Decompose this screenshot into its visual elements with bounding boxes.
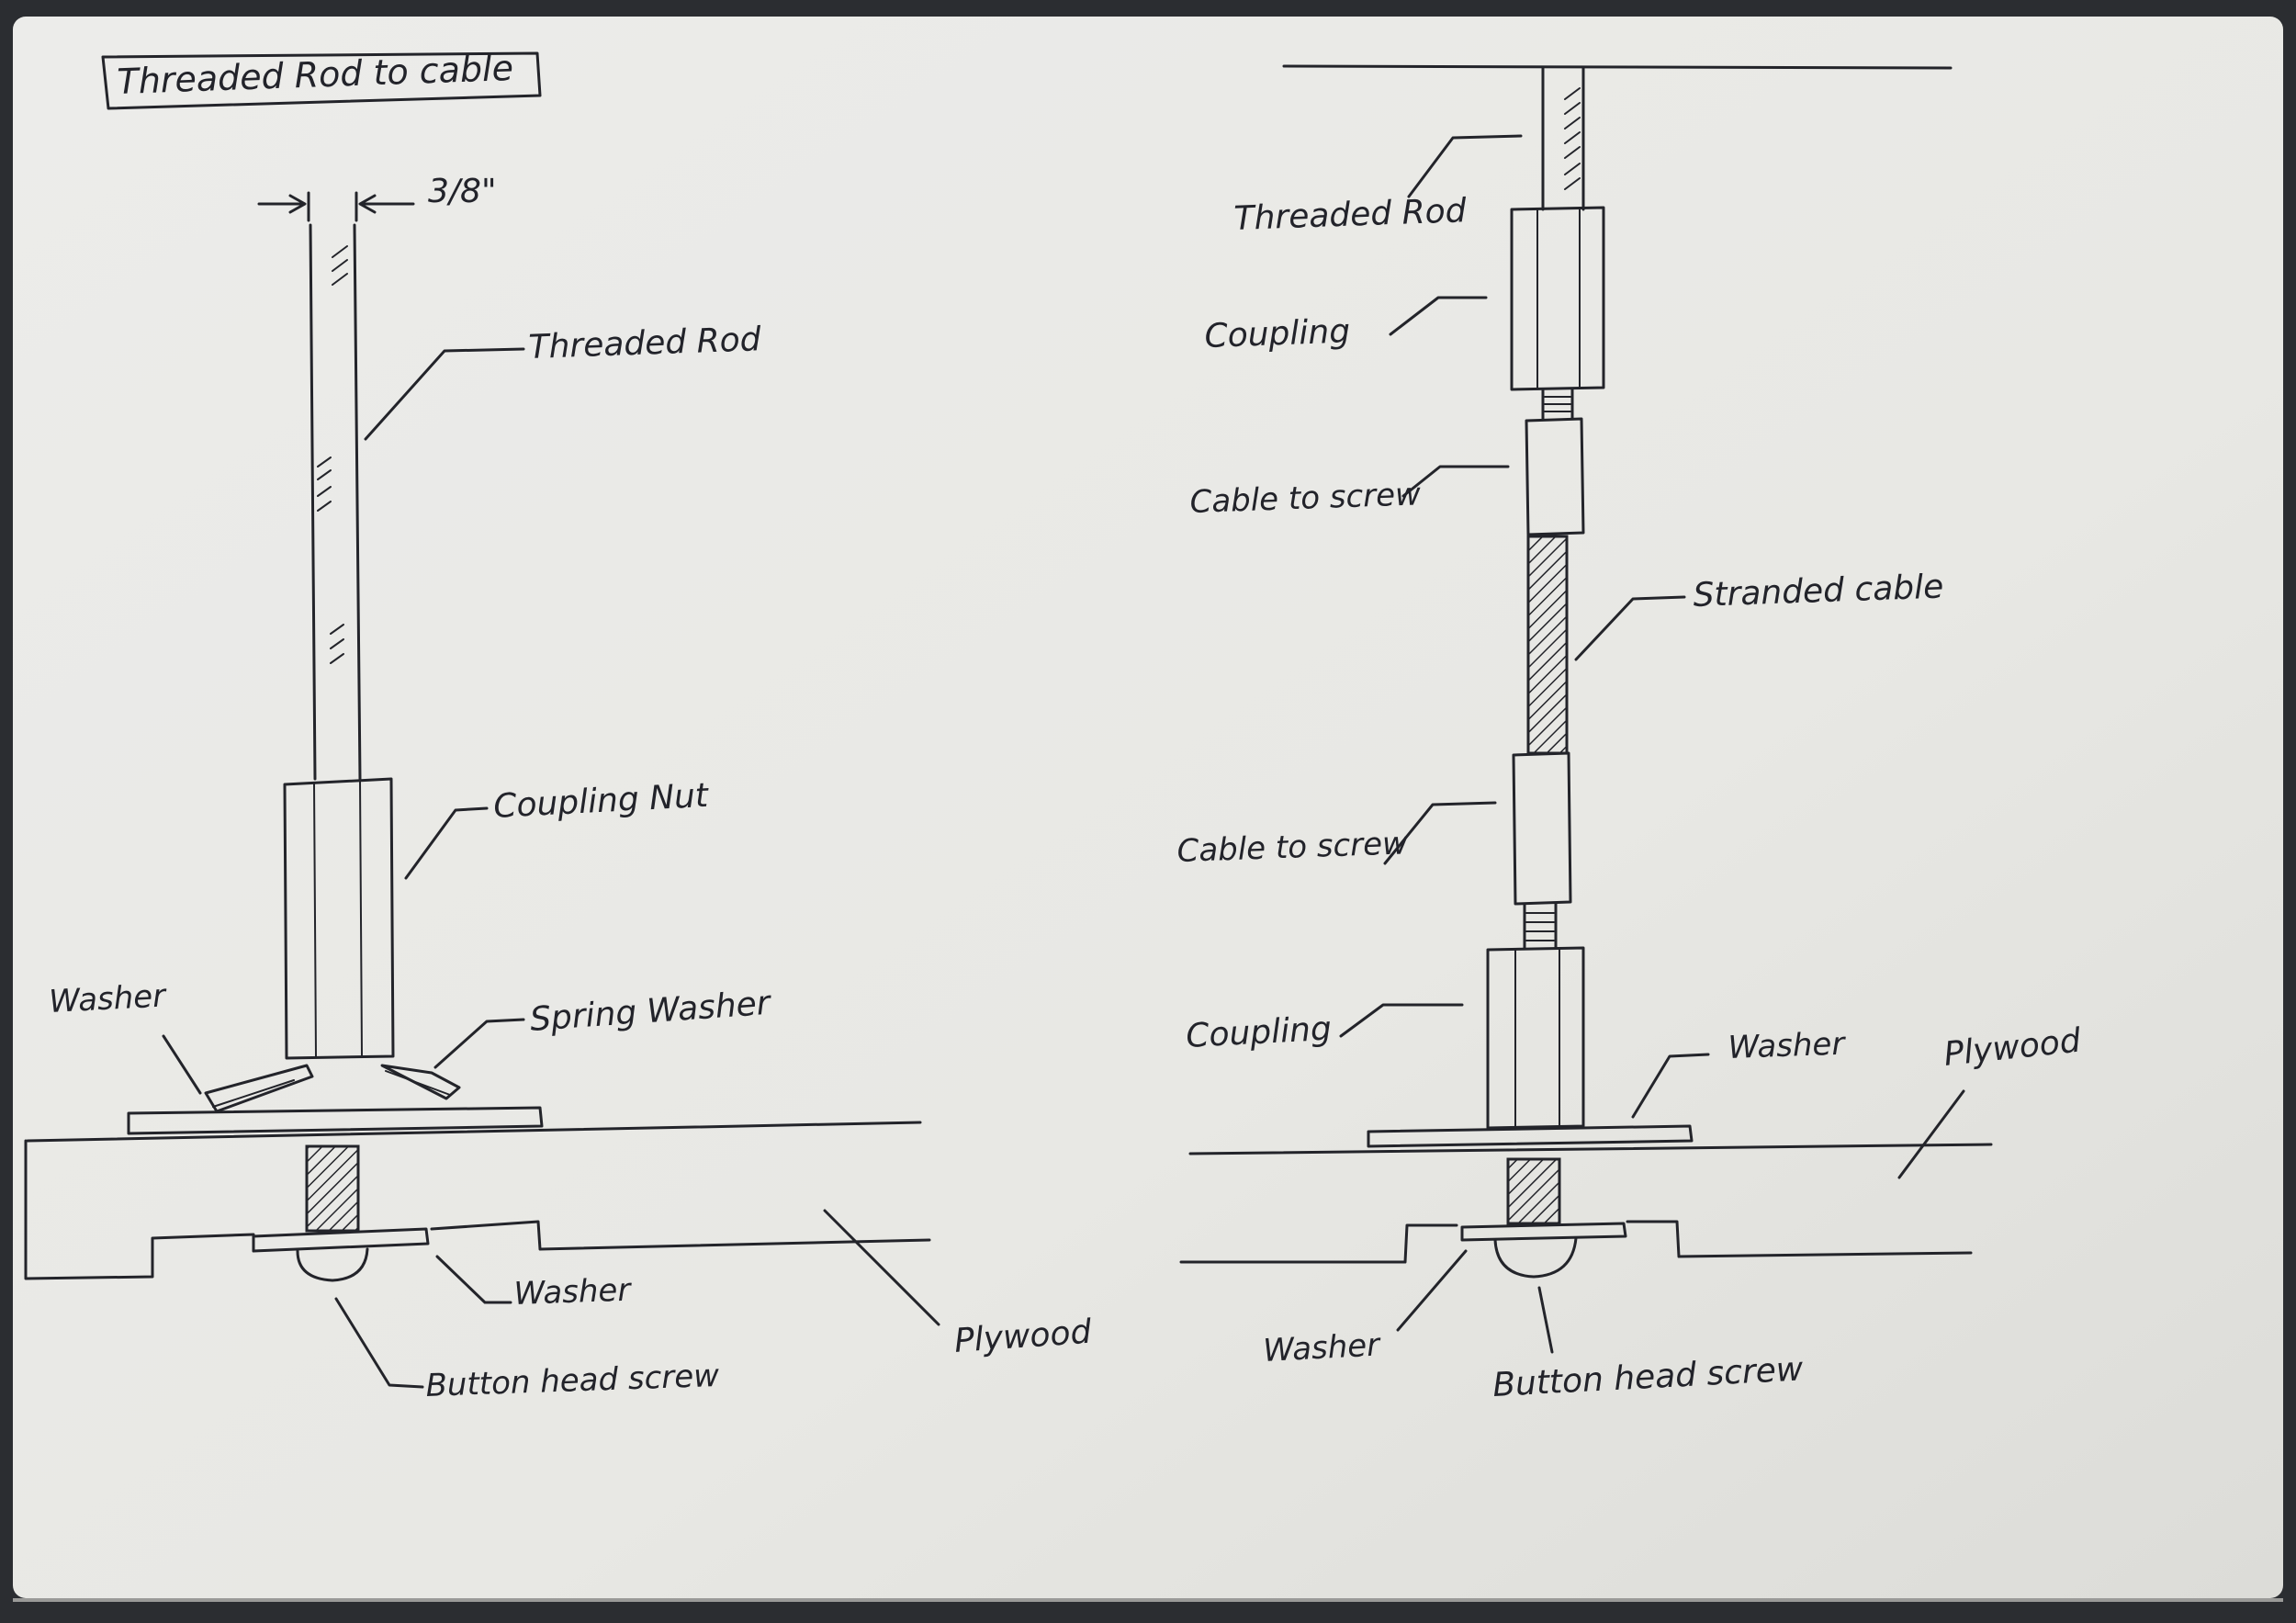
right-washer-top (1367, 1124, 1694, 1148)
right-label-washer-bottom: Washer (1262, 1326, 1382, 1369)
spring-washer (204, 1064, 461, 1113)
cable-to-screw-bottom (1512, 751, 1572, 906)
stranded-cable (1526, 535, 1569, 755)
dimension-marker: 3/8" (257, 173, 497, 222)
right-plywood-board (1179, 1143, 1993, 1264)
coupling-nut (283, 777, 395, 1060)
cable-to-screw-top (1525, 417, 1585, 536)
flat-washer (127, 1106, 544, 1135)
right-bolt-shank (1506, 1157, 1561, 1225)
ceiling-line (1282, 64, 1953, 70)
left-assembly: 3/8" (24, 173, 1094, 1404)
right-label-cable-to-screw-top: Cable to screw (1189, 476, 1422, 521)
right-label-coupling-top: Coupling (1204, 312, 1351, 355)
left-label-washer-bottom: Washer (513, 1272, 633, 1313)
button-head-screw (296, 1247, 369, 1282)
coupling-bottom (1486, 946, 1585, 1130)
plywood-board (24, 1121, 931, 1280)
left-label-threaded-rod: Threaded Rod (528, 321, 762, 366)
right-label-coupling-bottom: Coupling (1185, 1010, 1332, 1055)
right-button-head-screw (1493, 1236, 1578, 1279)
coupling-top (1510, 206, 1605, 391)
left-label-washer-top: Washer (48, 977, 168, 1020)
threaded-rod (309, 223, 362, 781)
bottom-washer (252, 1227, 430, 1253)
screw-stub-bottom (1523, 902, 1558, 950)
right-label-cable-to-screw-bottom: Cable to screw (1176, 825, 1409, 870)
screw-stub-top (1541, 388, 1574, 421)
right-label-stranded-cable: Stranded cable (1693, 568, 1944, 614)
sketchbook-page (13, 17, 2283, 1598)
right-label-washer-top: Washer (1728, 1026, 1847, 1066)
bolt-shank (305, 1144, 360, 1233)
threaded-rod-top (1541, 66, 1585, 211)
right-label-threaded-rod: Threaded Rod (1233, 192, 1468, 238)
right-washer-bottom (1460, 1222, 1627, 1242)
dimension-label: 3/8" (428, 173, 497, 210)
